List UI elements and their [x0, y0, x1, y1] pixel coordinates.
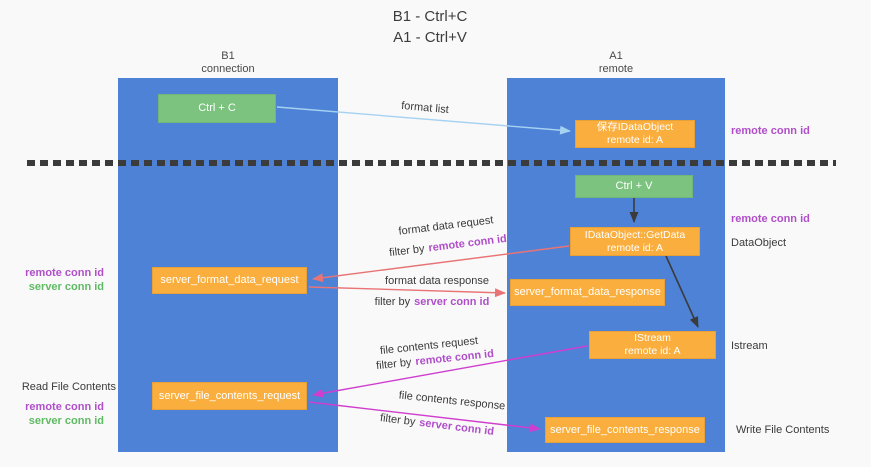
file-contents-response-label: file contents response — [398, 389, 506, 413]
write-file-contents-label: Write File Contents — [736, 424, 830, 436]
ctrl-c-label: Ctrl + C — [198, 102, 236, 114]
idataobject-getdata-box: IDataObject::GetData remote id: A — [570, 227, 700, 256]
remote-conn-id-text: remote conn id — [427, 232, 508, 255]
format-data-response-label: format data response — [385, 275, 489, 287]
read-file-contents-label: Read File Contents — [21, 381, 116, 393]
diagram-title: B1 - Ctrl+C A1 - Ctrl+V — [280, 6, 580, 48]
ctrl-v-label: Ctrl + V — [615, 180, 653, 192]
server-conn-id-text: server conn id — [28, 415, 104, 427]
server-conn-id-text: server conn id — [28, 281, 104, 293]
istream-line2: remote id: A — [624, 345, 681, 357]
server-format-data-request-box: server_format_data_request — [152, 267, 307, 294]
server-format-data-response-label: server_format_data_response — [514, 286, 661, 298]
lane-a1-subtitle: remote — [598, 63, 634, 75]
lane-b1-name: B1 — [221, 50, 235, 62]
lane-header-a1: A1 remote — [507, 50, 725, 76]
save-idataobject-box: 保存IDataObject remote id: A — [575, 120, 695, 148]
server-file-contents-response-label: server_file_contents_response — [550, 423, 700, 436]
server-file-contents-response-box: server_file_contents_response — [545, 417, 705, 443]
remote-conn-id-text: remote conn id — [25, 401, 104, 413]
filter-by-text: filter by — [379, 412, 417, 429]
lane-header-b1: B1 connection — [118, 50, 338, 76]
server-format-data-response-box: server_format_data_response — [510, 279, 665, 306]
right-remote-conn-id-1: remote conn id — [731, 125, 810, 137]
format-data-request-label: format data request — [397, 214, 495, 238]
left-conn-ids-lower: remote conn id server conn id — [18, 400, 104, 428]
server-conn-id-text: server conn id — [414, 296, 490, 308]
filter-by-text: filter by — [375, 356, 413, 373]
istream-line1: IStream — [634, 332, 671, 344]
title-line-1: B1 - Ctrl+C — [392, 8, 468, 25]
istream-box: IStream remote id: A — [589, 331, 716, 359]
right-remote-conn-id-2: remote conn id — [731, 213, 810, 225]
istream-side-label: Istream — [731, 340, 768, 352]
ctrl-c-box: Ctrl + C — [158, 94, 276, 123]
left-conn-ids-upper: remote conn id server conn id — [18, 266, 104, 294]
remote-conn-id-text: remote conn id — [25, 267, 104, 279]
lane-a1-name: A1 — [609, 50, 623, 62]
filter-by-text: filter by — [388, 242, 426, 260]
server-conn-id-text: server conn id — [418, 416, 495, 438]
filter-by-text: filter by — [374, 296, 411, 308]
ctrl-v-box: Ctrl + V — [575, 175, 693, 198]
server-file-contents-request-box: server_file_contents_request — [152, 382, 307, 410]
server-file-contents-request-label: server_file_contents_request — [158, 389, 301, 402]
format-data-response-arrow — [308, 286, 506, 298]
getdata-line1: IDataObject::GetData — [584, 228, 686, 241]
format-list-label: format list — [400, 99, 450, 117]
getdata-line2: remote id: A — [606, 241, 664, 254]
lane-b1-subtitle: connection — [201, 63, 255, 75]
save-idataobject-line1: 保存IDataObject — [596, 121, 674, 133]
save-idataobject-line2: remote id: A — [606, 134, 664, 146]
dataobject-label: DataObject — [731, 237, 787, 249]
title-line-2: A1 - Ctrl+V — [393, 29, 467, 46]
server-format-data-request-label: server_format_data_request — [160, 274, 299, 286]
